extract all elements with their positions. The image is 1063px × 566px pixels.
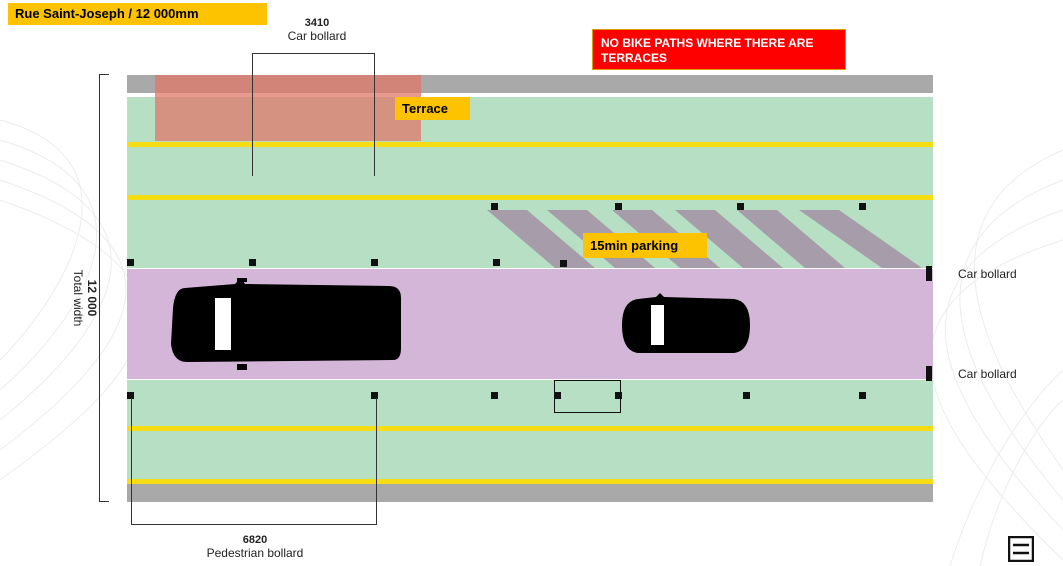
yellow-line — [127, 195, 933, 200]
van-icon — [171, 278, 401, 370]
terrace-label: Terrace — [395, 97, 470, 120]
yellow-line — [127, 142, 933, 147]
bollard — [859, 392, 866, 399]
parking-hatch — [487, 210, 922, 268]
logo-icon — [1008, 536, 1034, 562]
car-bollard-label: Car bollard — [958, 367, 1017, 381]
pedestrian-bollard-dimension — [131, 398, 377, 525]
car-bollard — [926, 366, 932, 381]
warning-banner: NO BIKE PATHS WHERE THERE ARE TERRACES — [592, 29, 846, 70]
bollard — [615, 392, 622, 399]
bollard-spacing-box — [554, 380, 621, 413]
bottom-dimension-value: 6820 — [242, 534, 268, 546]
bike-lane-south — [127, 431, 933, 479]
parking-label: 15min parking — [583, 233, 707, 258]
terrace-zone — [155, 75, 421, 141]
bollard — [737, 203, 744, 210]
bollard — [493, 259, 500, 266]
bollard — [249, 259, 256, 266]
yellow-line — [127, 479, 933, 484]
bollard — [554, 392, 561, 399]
bollard — [615, 203, 622, 210]
bike-lane-north — [127, 147, 933, 195]
bollard — [560, 260, 567, 267]
street-title: Rue Saint-Joseph / 12 000mm — [8, 3, 267, 25]
bottom-curb — [127, 484, 933, 502]
bottom-dimension-caption: Pedestrian bollard — [206, 546, 304, 560]
yellow-line — [127, 426, 933, 431]
top-dimension-caption: Car bollard — [287, 29, 347, 43]
bollard — [127, 259, 134, 266]
total-width-bracket — [99, 74, 109, 502]
bollard — [127, 392, 134, 399]
sidewalk-south — [127, 380, 933, 426]
top-dimension-label: 3410 Car bollard — [262, 17, 372, 43]
bollard — [491, 392, 498, 399]
car-bollard-dimension — [252, 53, 375, 176]
bollard — [371, 259, 378, 266]
bottom-dimension-label: 6820 Pedestrian bollard — [190, 534, 320, 560]
total-width-value: 12 000 — [85, 279, 99, 317]
total-width-caption: Total width — [71, 269, 85, 327]
top-dimension-value: 3410 — [304, 17, 330, 29]
total-width-label: 12 000 Total width — [71, 233, 99, 363]
bollard — [491, 203, 498, 210]
car-bollard — [926, 266, 932, 281]
bollard — [743, 392, 750, 399]
car-icon — [622, 293, 750, 353]
bollard — [859, 203, 866, 210]
bollard — [371, 392, 378, 399]
car-bollard-label: Car bollard — [958, 267, 1017, 281]
